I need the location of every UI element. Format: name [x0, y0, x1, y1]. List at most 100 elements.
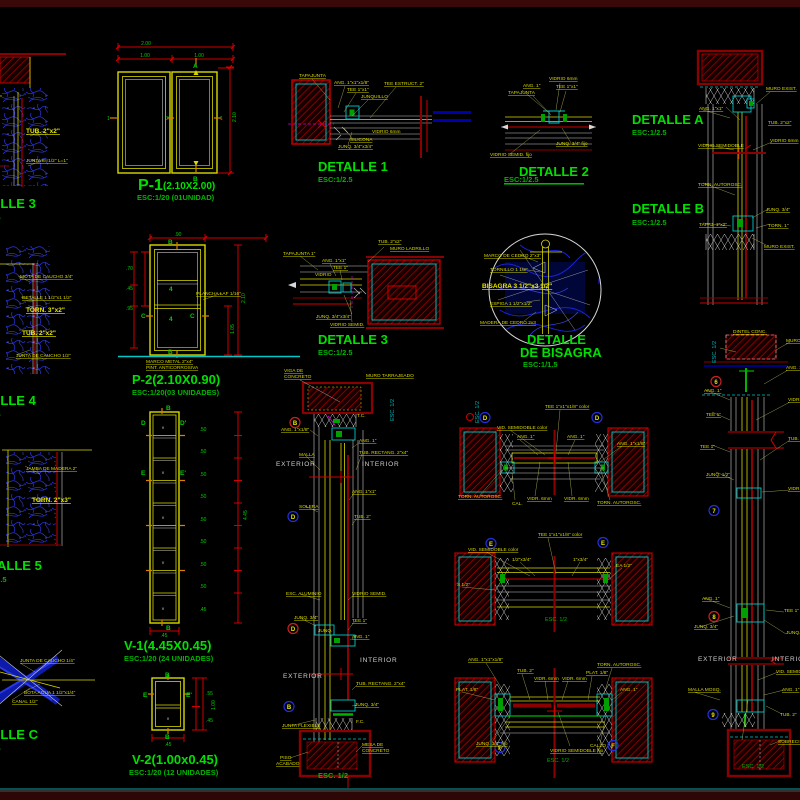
subtitle-detalle-3: ESC:1/2.5 — [318, 348, 353, 357]
title-detalle-3-left: DETALLE 3 — [0, 196, 36, 211]
title-detalle-3: DETALLE 3 — [318, 332, 388, 347]
cad-label: ANG. 1" — [702, 596, 720, 602]
e-plan-section — [454, 537, 653, 632]
cad-label: TUB. 2"x4" — [788, 436, 800, 442]
detalle-bisagra-drawing — [488, 233, 602, 347]
title-detalle-b: DETALLE B — [632, 201, 704, 216]
subtitle-p1: ESC:1/20 (01UNIDAD) — [137, 193, 215, 202]
cad-label: DINTEL CONC. — [733, 329, 767, 335]
cad-label: S 1/2" — [457, 582, 470, 588]
cad-label: ANG. 1" — [782, 687, 800, 693]
cad-label: 1.00 — [194, 53, 204, 59]
cad-label: 2.10 — [232, 112, 238, 122]
title-v2: V-2(1.00x0.45) — [132, 752, 218, 767]
cad-label: MARCO DE CEDRO 2"x3" — [484, 253, 541, 259]
cad-label: VID. SEMID. — [776, 669, 800, 675]
cad-label: C — [141, 313, 146, 320]
cad-label: JUNQ. 3/4" — [694, 624, 718, 630]
cad-label: DETALLE 1 1/2"x1 1/2" — [22, 295, 72, 301]
cad-label: MURO EXIST. — [786, 338, 800, 344]
cad-label: ESC. 1/2 — [712, 341, 718, 363]
cad-label: 1.00 — [211, 700, 217, 710]
cad-label: .90 — [175, 232, 182, 238]
cad-label: 1 — [107, 116, 110, 122]
cad-label: .45 — [165, 742, 172, 748]
title-detalle-a: DETALLE A — [632, 112, 704, 127]
cad-label: JUNTA DE CAUCHO 1/2" — [16, 353, 71, 359]
cad-label: v — [167, 716, 170, 721]
scale-mid-section: ESC. 1/2 — [318, 771, 348, 780]
cad-label: MESA DE — [362, 742, 383, 748]
cad-label: MALLA — [299, 452, 316, 458]
cad-label: TAPAJ. 1"x2" — [699, 222, 727, 228]
cad-label: B — [293, 421, 298, 427]
cad-label: B — [168, 239, 173, 246]
cad-label: E — [489, 542, 493, 548]
cad-label: JUNTA E=1/2" L=1" — [26, 158, 68, 164]
cad-label: VIDR. 6mm — [534, 676, 559, 682]
cad-label: E — [601, 541, 605, 547]
cad-label: .55 — [206, 691, 213, 697]
subtitle-detalle-5: ESC:1/2.5 — [0, 575, 7, 584]
cad-label: MARCO METAL 2"x4" — [146, 359, 193, 365]
cad-label: 2.10 — [241, 293, 247, 303]
cad-label: EA 1/2" — [616, 563, 632, 569]
cad-label: 2 — [166, 116, 169, 122]
cad-label: v — [162, 425, 165, 430]
cad-label: MADERA DE CEDRO 2x3 — [480, 320, 536, 326]
p2-door-elevation — [118, 234, 300, 358]
detalle-4-drawing — [0, 246, 50, 374]
cad-label: TORN. 2"x3" — [32, 497, 71, 504]
cad-label: JUNQ. 3/4" — [294, 615, 318, 621]
cad-label: MOTA DE CAUCHO 3/4" — [20, 274, 73, 280]
title-p1-size: (2.10X2.00) — [163, 181, 215, 192]
cad-label: .95 — [126, 306, 133, 312]
cad-label: 1.00 — [140, 53, 150, 59]
cad-label: .50 — [200, 427, 207, 433]
cad-label: CALZO — [590, 743, 606, 749]
scale-f-section: ESC. 1/2 — [547, 758, 569, 764]
cad-label: .50 — [200, 562, 207, 568]
cad-label: TEE 1" — [333, 265, 348, 271]
cad-label: TORN. AUTOROSC. — [698, 182, 742, 188]
cad-label: CANAL 1/2" — [12, 699, 38, 705]
title-v1: V-1(4.45X0.45) — [124, 638, 211, 653]
cad-label: JUNQ. — [318, 628, 332, 634]
cad-label: SOBRECIMIENTO — [778, 739, 800, 745]
cad-label: 8 — [712, 615, 716, 621]
cad-label: EXTERIOR — [276, 461, 316, 468]
cad-label: TEE 1"x1" — [556, 84, 578, 90]
cad-label: B — [166, 405, 171, 412]
cad-label: ANG. 1" — [523, 83, 541, 89]
cad-label: VID. SEMIDOBLE color — [497, 425, 548, 431]
cad-label: 4 — [169, 286, 173, 293]
cad-label: F — [611, 744, 615, 750]
cad-label: TUB. 2"x2" — [22, 330, 56, 337]
cad-label: .70 — [126, 266, 133, 272]
scale-e-section: ESC. 1/2 — [545, 617, 567, 623]
cad-label: B — [168, 349, 173, 356]
cad-label: D — [483, 416, 488, 422]
detalle-3-left-drawing — [0, 53, 66, 187]
cad-label: VIDRIO — [315, 272, 332, 278]
cad-label: TEE 1" — [784, 608, 799, 614]
cad-label: v — [162, 606, 165, 611]
title-detalle-1: DETALLE 1 — [318, 159, 388, 174]
cad-label: TORN. AUTOROSC. — [597, 662, 641, 668]
cad-label: CAL. — [512, 501, 523, 507]
cad-label: .50 — [200, 449, 207, 455]
cad-label: VID. SEMIDOBLE color — [468, 547, 519, 553]
cad-label: ANG. 1"x1"x1/8" — [468, 657, 503, 663]
cad-label: VIDR. 6mm — [527, 496, 552, 502]
cad-label: CONCRETO — [362, 748, 390, 754]
cad-label: TEE 1"x1" — [347, 87, 369, 93]
cad-label: ANG. 1" — [620, 687, 638, 693]
cad-label: ANG. 1" — [567, 434, 585, 440]
cad-label: .50 — [200, 494, 207, 500]
cad-label: ANG. 1"x1/8" — [281, 427, 309, 433]
cad-label: VIDRIO SEMIDOBLE fijo — [550, 748, 604, 754]
cad-label: E' — [186, 692, 192, 699]
cad-label: JUNQ. 3/4"x3/4" — [338, 144, 373, 150]
cad-label: ESC. ALUMINIO — [286, 591, 322, 597]
cad-label: ACABADO — [276, 761, 300, 767]
